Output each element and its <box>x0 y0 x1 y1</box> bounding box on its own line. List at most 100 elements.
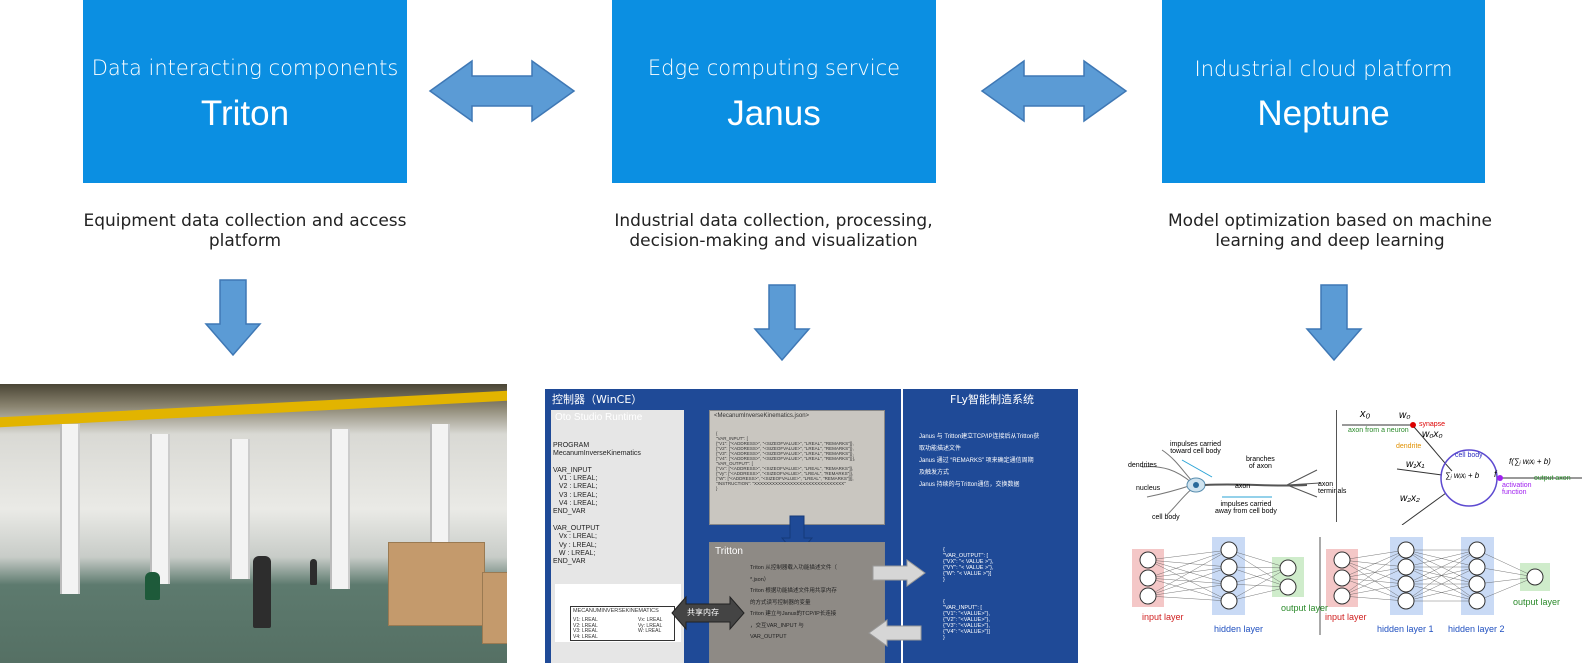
fly-bullet-line: Janus 通过 “REMARKS” 项来确定通信周期 <box>919 458 1034 464</box>
person <box>253 556 271 628</box>
json-line: {"V2": ["<ADDRESS>", "<SIZEOFVALUE>", "L… <box>716 446 854 451</box>
input-line: {"V2": "<VALUE>"}, <box>943 617 990 623</box>
triton-description-line2: platform <box>208 231 282 251</box>
input-line: {"V4": "<VALUE>"}] <box>943 629 990 635</box>
triton-name: Triton <box>200 94 290 133</box>
janus-architecture-screenshot: 控制器（WinCE） FLy智能制造系统 Oto Studio Runtime … <box>545 389 1078 663</box>
json-file-name: <MecanumInverseKinematics.json> <box>714 413 810 419</box>
w2x2-label: w₂x₂ <box>1400 493 1420 504</box>
fb-input-line: V3: LREAL <box>573 628 598 635</box>
tritton-bullet-line: VAR_OUTPUT <box>750 634 787 640</box>
input-values: {"VAR_INPUT": [{"V1": "<VALUE>"},{"V2": … <box>943 599 990 641</box>
factory-column <box>230 439 250 579</box>
neptune-description-line1: Model optimization based on machine <box>1168 211 1492 231</box>
x0-label: x₀ <box>1360 408 1371 420</box>
shared-memory-arrow <box>671 595 745 631</box>
fly-title: FLy智能制造系统 <box>950 393 1034 406</box>
json-line: {"Vx": ["<ADDRESS>", "<SIZEOFVALUE>", "L… <box>716 466 854 471</box>
program-line: END_VAR <box>553 508 586 516</box>
output-line: } <box>943 577 945 583</box>
crane-beam <box>0 390 507 428</box>
neptune-box: Industrial cloud platform Neptune <box>1162 0 1485 183</box>
output-line: "VAR_OUTPUT": [ <box>943 553 989 559</box>
janus-description-line1: Industrial data collection, processing, <box>614 211 933 231</box>
net1-output-label: output layer <box>1281 603 1329 613</box>
tritton-bullet-line: Triton 从控制器载入功能描述文件（ <box>750 565 837 571</box>
tritton-bullet-line: ，交互VAR_INPUT 与 <box>750 622 804 629</box>
person <box>310 559 317 585</box>
function-block-inner <box>570 606 675 641</box>
tritton-bullet-line: 的方式读写控制器的变量 <box>750 599 811 606</box>
right-arrow-output <box>872 559 926 587</box>
triton-box: Data interacting components Triton <box>83 0 407 183</box>
activation-label: activation function <box>1502 482 1532 496</box>
neptune-description: Model optimization based on machine lear… <box>1140 211 1520 251</box>
down-arrow-janus <box>753 284 811 362</box>
cell-body-label: cell body <box>1152 514 1180 521</box>
left-arrow-input <box>868 619 922 647</box>
neptune-name: Neptune <box>1257 94 1390 133</box>
nucleus-label: nucleus <box>1136 485 1161 492</box>
panel-divider <box>901 389 903 663</box>
cell-body-model-label: cell body <box>1455 452 1483 459</box>
net2-hidden1-label: hidden layer 1 <box>1377 624 1434 634</box>
json-content: {"VAR_INPUT": [{"V1": ["<ADDRESS>", "<SI… <box>716 431 855 491</box>
input-line: } <box>943 635 945 641</box>
janus-box: Edge computing service Janus <box>612 0 936 183</box>
program-line <box>553 459 641 467</box>
factory-photo <box>0 384 507 663</box>
input-line: "VAR_INPUT": [ <box>943 605 982 611</box>
neptune-subtitle: Industrial cloud platform <box>1194 57 1453 81</box>
factory-column <box>150 434 170 584</box>
fly-bullet-line: Janus 与 Tritton建立TCP/IP连接后从Tritton获 <box>919 434 1040 440</box>
tritton-box: Tritton Triton 从控制器载入功能描述文件（ *.json） Trito… <box>709 542 885 663</box>
program-line: Vx : LREAL; <box>553 533 597 541</box>
w1x1-label: w₁x₁ <box>1406 459 1425 470</box>
fb-output-line: Vx: LREAL <box>638 617 663 623</box>
output-axon-label: output axon <box>1534 475 1571 482</box>
biological-neuron <box>1141 449 1321 516</box>
fly-bullet-line: 取功能描述文件 <box>919 446 962 452</box>
function-block-name: MECANUMINVERSEKINEMATICS <box>573 608 659 614</box>
down-arrow-triton <box>204 279 262 357</box>
tritton-bullet-line: Triton 根据功能描述文件用共享内存 <box>750 588 837 594</box>
fly-bullet-line: Janus 持续的与Tritton通信，交换数据 <box>919 482 1020 488</box>
neptune-description-line2: learning and deep learning <box>1215 231 1445 251</box>
f-label: f <box>1494 469 1497 479</box>
w0x0-label: w₀x₀ <box>1422 429 1443 440</box>
program-line: MecanumInverseKinematics <box>553 450 641 458</box>
output-values: {"VAR_OUTPUT": [{"VX": "< VALUE >"},{"VY… <box>943 547 994 583</box>
fb-input-line: V4: LREAL <box>573 634 598 641</box>
fb-input-line: V1: LREAL <box>573 617 598 623</box>
synapse-label: synapse <box>1419 421 1446 428</box>
tritton-bullet-line: Triton 建立与Janus的TCP/IP长连接 <box>750 611 837 617</box>
janus-description: Industrial data collection, processing, … <box>585 211 962 251</box>
factory-column <box>330 429 350 589</box>
program-line: V2 : LREAL; <box>553 483 598 491</box>
input-line: {"V3": "<VALUE>"}, <box>943 623 990 629</box>
janus-subtitle: Edge computing service <box>647 56 901 80</box>
network-1 <box>1132 537 1304 615</box>
panel-separator <box>1336 410 1337 522</box>
json-line: {"Vy": ["<ADDRESS>", "<SIZEOFVALUE>", "L… <box>716 471 854 476</box>
net2-output-label: output layer <box>1513 597 1561 607</box>
program-line: VAR_OUTPUT <box>553 524 600 532</box>
w0-label: w₀ <box>1399 410 1411 421</box>
double-arrow-janus-neptune <box>980 59 1128 123</box>
person <box>145 572 160 600</box>
tritton-title: Tritton <box>715 546 743 557</box>
json-line: "VAR_OUTPUT": [ <box>716 461 753 466</box>
dendrites-label: dendrites <box>1128 462 1157 469</box>
fly-bullets: Janus 与 Tritton建立TCP/IP连接后从Tritton获取功能描述… <box>919 431 1039 491</box>
tritton-bullet-line: *.json） <box>750 576 770 583</box>
program-line: V4 : LREAL; <box>553 500 598 508</box>
json-line: { <box>716 431 718 436</box>
json-line: {"V3": ["<ADDRESS>", "<SIZEOFVALUE>", "L… <box>716 451 854 456</box>
fb-output-line: Vy: LREAL <box>638 622 663 629</box>
branches-label: branches of axon <box>1246 456 1275 470</box>
output-line: {"VY": "< VALUE >"}, <box>943 565 994 571</box>
impulses-in-label: impulses carried toward cell body <box>1170 441 1221 455</box>
